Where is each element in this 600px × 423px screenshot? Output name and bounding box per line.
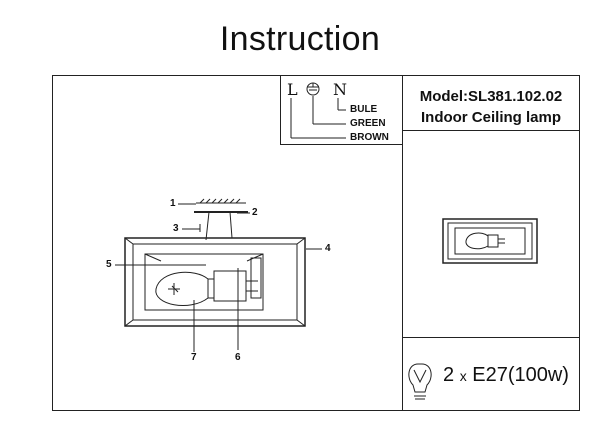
bulb-type: E27(100w) (472, 364, 569, 386)
wiring-box (280, 75, 402, 145)
part-5: 5 (106, 259, 112, 270)
wire-label-green: GREEN (350, 118, 386, 129)
part-3: 3 (173, 223, 179, 234)
part-7: 7 (191, 352, 197, 363)
bulb-icon (408, 363, 432, 400)
bulb-spec: 2 x E27(100w) (443, 364, 569, 387)
bulb-count: 2 (443, 364, 455, 386)
model-number: Model:SL381.102.02 (419, 88, 563, 105)
lamp-thumbnail (442, 218, 538, 264)
main-frame (52, 75, 580, 411)
wire-label-blue: BULE (350, 104, 378, 115)
part-2: 2 (252, 207, 258, 218)
right-divider (402, 131, 403, 411)
part-4: 4 (325, 243, 331, 254)
page-title: Instruction (219, 20, 381, 58)
product-name: Indoor Ceiling lamp (420, 109, 561, 126)
lamp-drawing (115, 198, 322, 352)
terminal-l: L (287, 80, 298, 99)
bulb-divider (402, 337, 580, 338)
bulb-times: x (459, 368, 467, 384)
part-1: 1 (170, 198, 176, 209)
terminal-n: N (333, 80, 347, 99)
model-box (402, 75, 580, 131)
wiring-lines (290, 82, 346, 139)
part-6: 6 (235, 352, 241, 363)
wire-label-brown: BROWN (350, 132, 389, 143)
